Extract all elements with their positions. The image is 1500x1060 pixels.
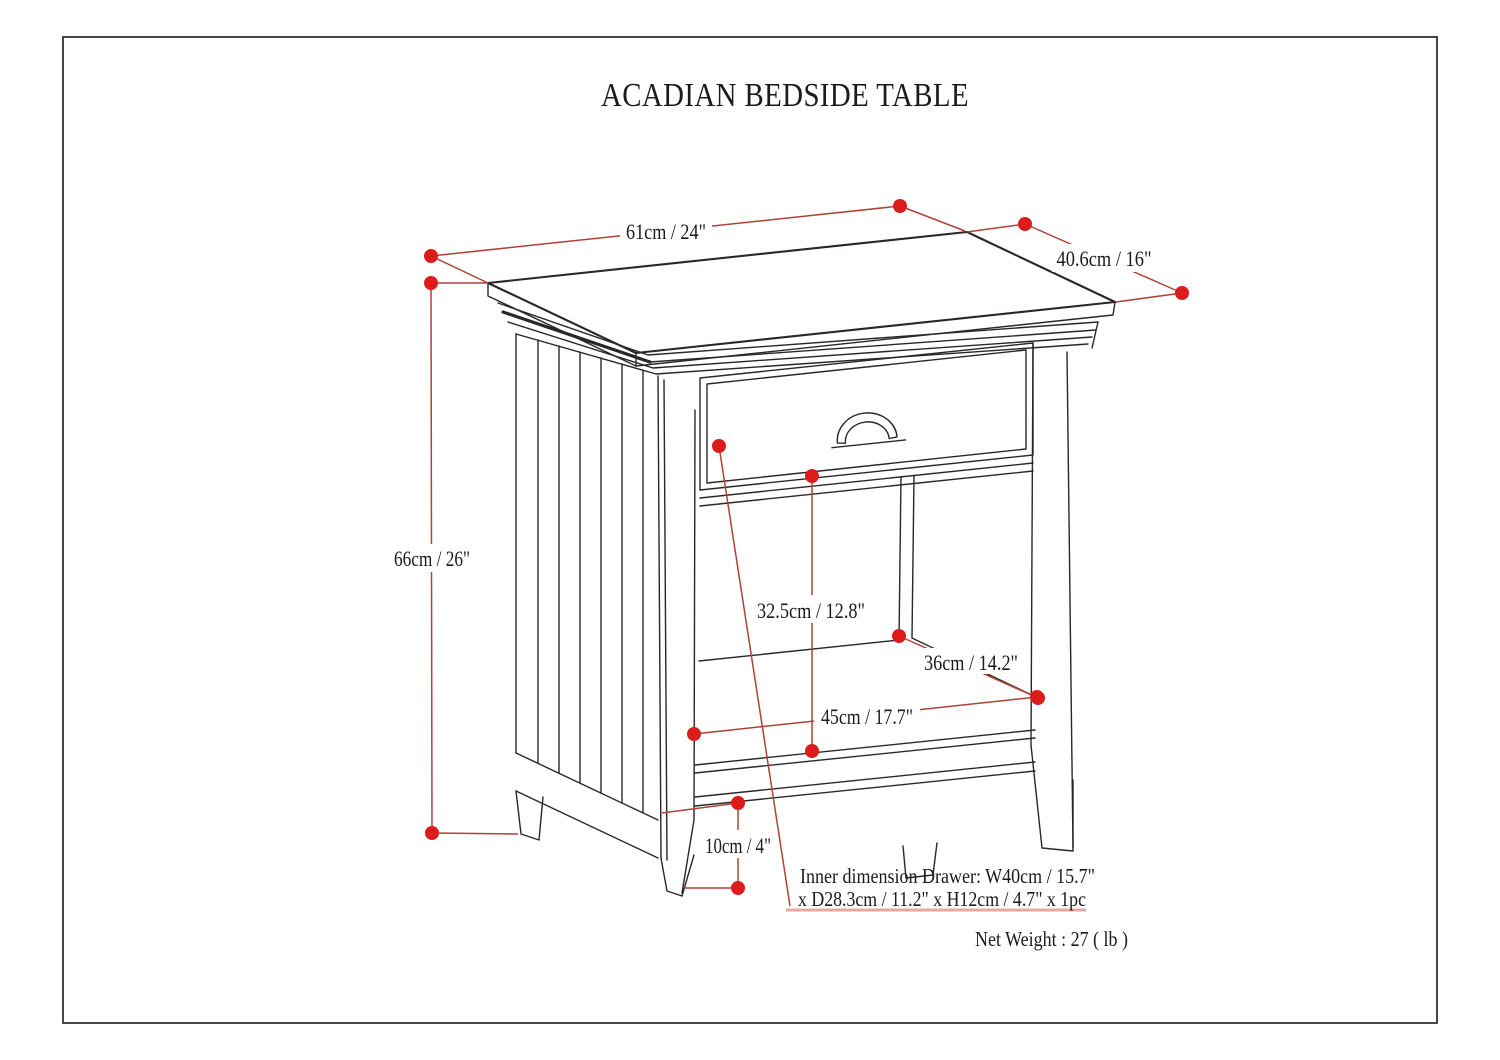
dim-label-overall-height: 66cm / 26" (394, 546, 470, 571)
dim-top-depth: 40.6cm / 16" (966, 217, 1189, 303)
dimension-annotations: 61cm / 24" 40.6cm / 16" 66cm / 26" (387, 199, 1189, 907)
dim-top-width: 61cm / 24" (424, 199, 966, 284)
border-frame (62, 36, 1438, 1024)
back-right-leg (902, 842, 938, 879)
dim-shelf-width: 45cm / 17.7" (687, 690, 1044, 741)
page-title: ACADIAN BEDSIDE TABLE (601, 77, 969, 114)
dim-leg-height: 10cm / 4" (661, 796, 776, 895)
front-right-leg (1030, 744, 1074, 852)
dim-label-top-width: 61cm / 24" (626, 219, 706, 244)
table-line-drawing (486, 230, 1117, 897)
back-left-leg (515, 790, 544, 841)
dim-label-leg-height: 10cm / 4" (705, 833, 771, 858)
dim-overall-height: 66cm / 26" (387, 276, 519, 840)
shelf-compartment (694, 462, 1039, 807)
dim-compartment-height: 32.5cm / 12.8" (750, 469, 872, 758)
drawer-note-line2: x D28.3cm / 11.2" x H12cm / 4.7" x 1pc (798, 887, 1086, 911)
crown-molding (497, 302, 1099, 375)
drawer-note-line1: Inner dimension Drawer: W40cm / 15.7" (800, 864, 1095, 888)
dim-shelf-depth: 36cm / 14.2" (892, 629, 1045, 705)
dim-label-shelf-depth: 36cm / 14.2" (924, 650, 1018, 675)
net-weight-note: Net Weight : 27 ( lb ) (975, 927, 1128, 951)
dim-label-compartment-height: 32.5cm / 12.8" (757, 598, 865, 623)
drawer-note-leader (712, 439, 791, 907)
front-face (681, 342, 1074, 894)
side-panel-slats (515, 333, 668, 861)
dim-label-shelf-width: 45cm / 17.7" (821, 704, 913, 729)
notes: Inner dimension Drawer: W40cm / 15.7" x … (786, 864, 1128, 951)
drawer-front (699, 342, 1034, 491)
dim-label-top-depth: 40.6cm / 16" (1057, 246, 1152, 271)
drawer-handle (831, 412, 907, 449)
front-left-leg (660, 854, 695, 897)
